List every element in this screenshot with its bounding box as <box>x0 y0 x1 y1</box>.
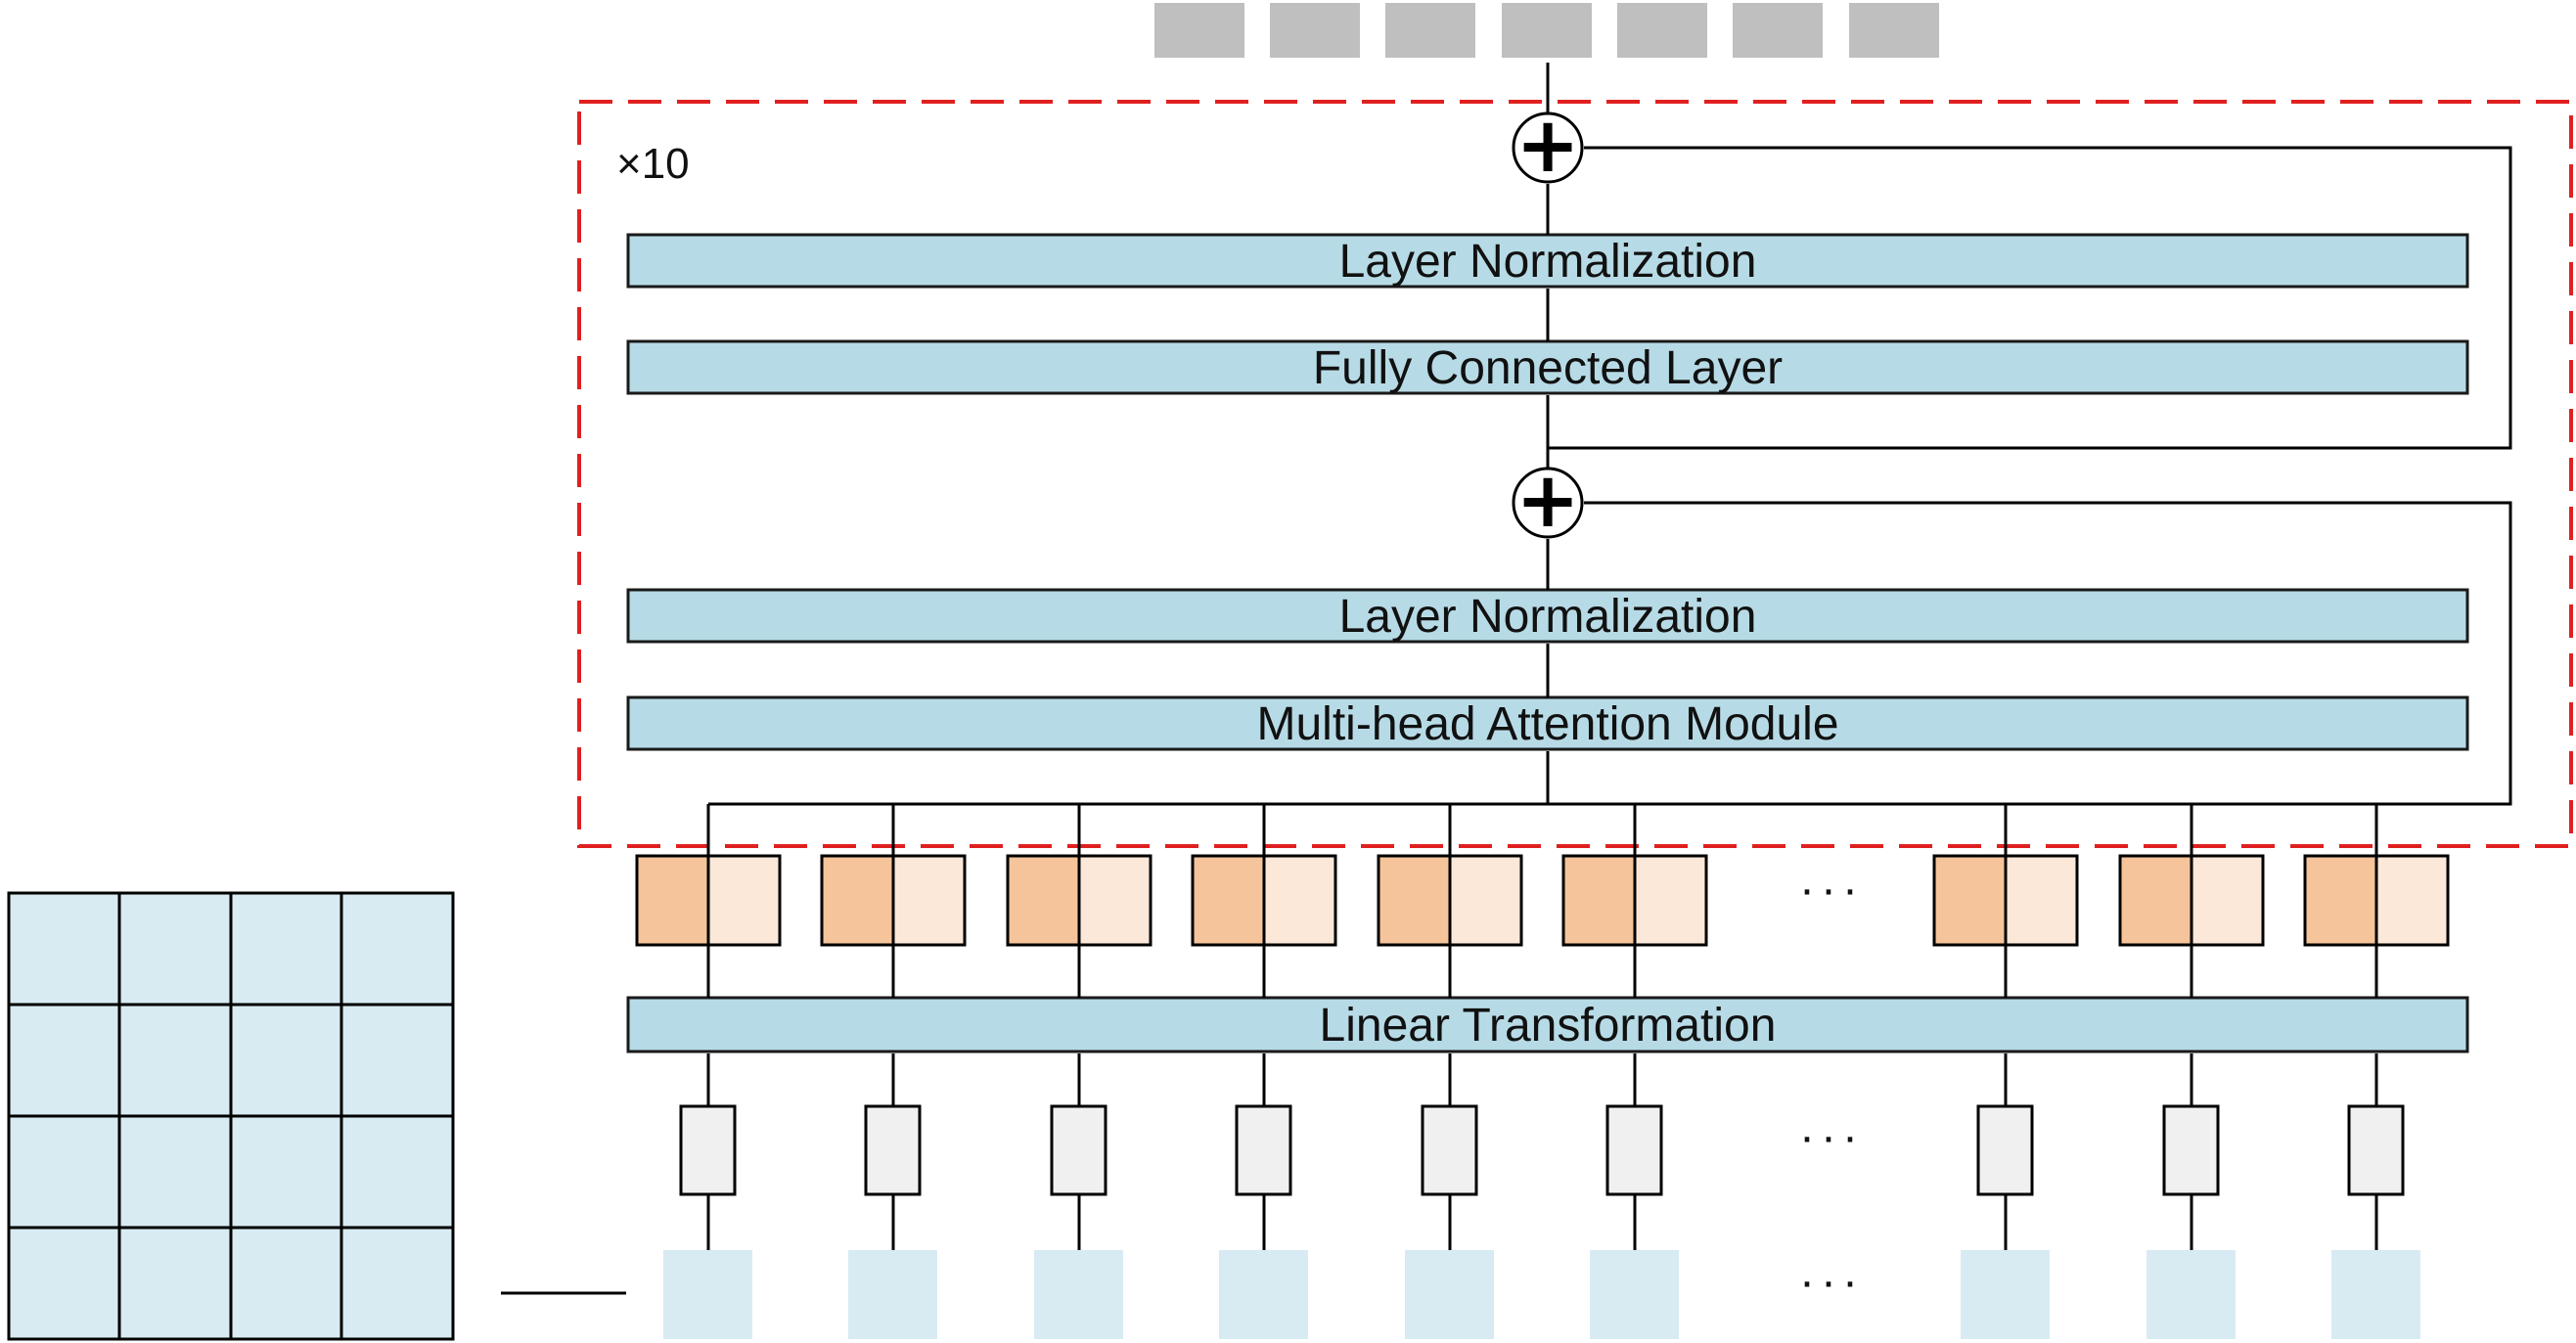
token-embeddings <box>635 854 2450 947</box>
patch-ellipsis: ··· <box>1799 1256 1864 1308</box>
output-token <box>1733 3 1823 58</box>
layer-norm-1-label: Layer Normalization <box>1339 591 1757 643</box>
image-patches <box>663 1250 2420 1339</box>
token-ellipsis: ··· <box>1799 864 1864 916</box>
image-patch <box>1405 1250 1494 1339</box>
vector-to-linear-arrows <box>706 1053 2378 1106</box>
multi-head-attention-label: Multi-head Attention Module <box>1256 698 1838 750</box>
linear-to-token-arrows <box>706 945 2378 998</box>
flattened-vector <box>2162 1104 2220 1196</box>
token-embedding <box>2118 854 2265 947</box>
image-patch <box>1219 1250 1308 1339</box>
image-patch <box>1034 1250 1123 1339</box>
flattened-vector <box>1050 1104 1107 1196</box>
encoder-repeat-boundary <box>577 100 2573 848</box>
image-patch <box>2147 1250 2236 1339</box>
image-patch <box>1961 1250 2050 1339</box>
flattened-vector <box>1421 1104 1478 1196</box>
token-embedding <box>1006 854 1152 947</box>
svg-text:+: + <box>1515 457 1579 545</box>
flattened-vector <box>1235 1104 1292 1196</box>
output-token <box>1154 3 1244 58</box>
fully-connected-label: Fully Connected Layer <box>1313 342 1783 394</box>
fully-connected-block <box>626 339 2469 395</box>
token-embedding <box>1561 854 1708 947</box>
output-token <box>1502 3 1592 58</box>
svg-text:+: + <box>1515 102 1579 190</box>
residual-connection-top <box>1548 146 2512 450</box>
image-patch <box>848 1250 937 1339</box>
token-to-encoder-arrows <box>706 804 2378 856</box>
output-token <box>1385 3 1475 58</box>
flattened-vector <box>2347 1104 2405 1196</box>
flattened-vector <box>1976 1104 2034 1196</box>
vector-ellipsis: ··· <box>1799 1111 1864 1163</box>
token-embedding <box>1377 854 1523 947</box>
image-patch <box>1590 1250 1679 1339</box>
output-token <box>1849 3 1939 58</box>
image-patch <box>663 1250 752 1339</box>
token-embedding <box>820 854 967 947</box>
repeat-count-label: ×10 <box>616 140 690 188</box>
output-token <box>1617 3 1707 58</box>
linear-transformation-block <box>626 996 2469 1053</box>
adder-bottom: + <box>1512 457 1584 545</box>
output-tokens <box>1154 3 1939 58</box>
linear-transformation-label: Linear Transformation <box>1320 1000 1777 1052</box>
layer-norm-2-label: Layer Normalization <box>1339 236 1757 288</box>
image-patch <box>2331 1250 2420 1339</box>
output-token <box>1270 3 1360 58</box>
token-embedding <box>2303 854 2450 947</box>
adder-top: + <box>1512 102 1584 190</box>
flattened-vector <box>864 1104 922 1196</box>
flattened-vector <box>679 1104 737 1196</box>
flattened-vector <box>1605 1104 1663 1196</box>
patch-to-vector-arrows <box>706 1195 2378 1250</box>
residual-connection-bottom <box>1548 501 2512 806</box>
flattened-vectors <box>679 1104 2405 1196</box>
token-embedding <box>1191 854 1337 947</box>
input-image-grid <box>7 891 455 1341</box>
token-embedding <box>635 854 782 947</box>
token-embedding <box>1932 854 2079 947</box>
